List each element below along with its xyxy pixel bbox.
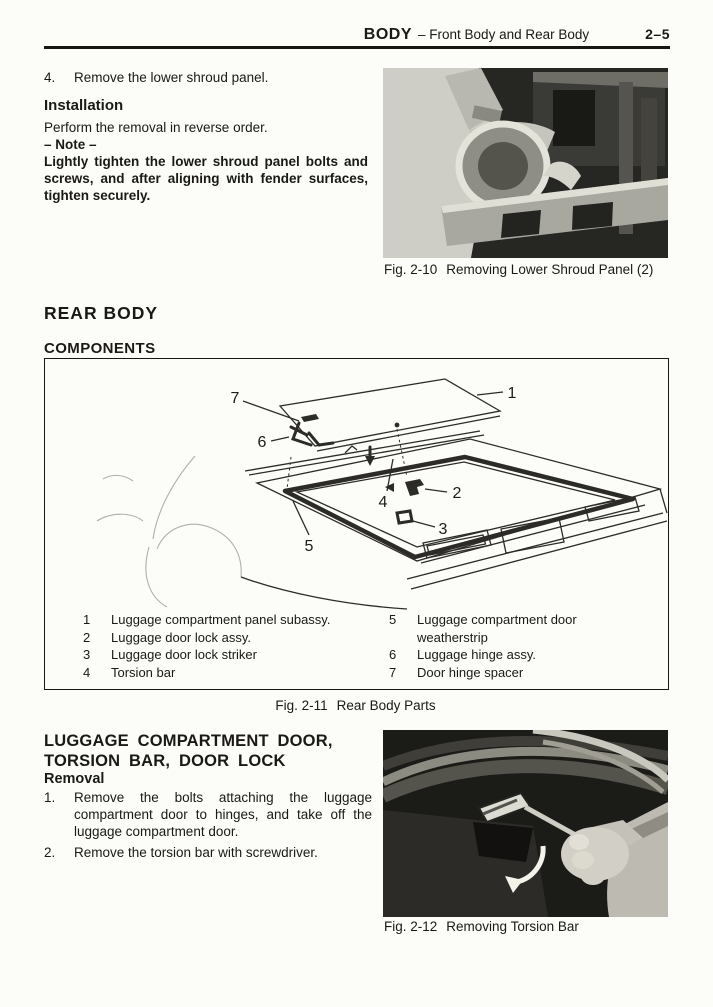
rear-body-heading: REAR BODY: [44, 303, 159, 323]
removal-step-2: 2. Remove the torsion bar with screwdriv…: [44, 844, 372, 861]
parts-list-right: 5 Luggage compartment door weatherstrip …: [389, 611, 619, 681]
page-number: 2–5: [645, 26, 670, 42]
part-label: Door hinge spacer: [417, 664, 524, 680]
step-text: Remove the lower shroud panel.: [74, 70, 269, 85]
removal-step-1: 1. Remove the bolts attaching the luggag…: [44, 789, 372, 840]
removal-heading: Removal: [44, 771, 105, 787]
part-number: 4: [83, 664, 91, 680]
part-number: 2: [83, 629, 91, 645]
figure-2-12-photo: [383, 730, 668, 917]
part-number: 5: [389, 612, 397, 627]
figure-title: Removing Lower Shroud Panel (2): [446, 262, 654, 277]
step-text: Remove the torsion bar with screwdriver.: [74, 845, 318, 860]
callout-3: 3: [439, 521, 448, 538]
part-item-5: 5 Luggage compartment door weatherstrip: [389, 611, 619, 646]
rear-body-exploded-diagram: 1 7 6 4 2 3 5: [96, 378, 668, 610]
figure-2-10-caption: Fig. 2-10 Removing Lower Shroud Panel (2): [384, 262, 653, 277]
note-text: Lightly tighten the lower shroud panel b…: [44, 154, 368, 203]
part-label: Luggage compartment panel subassy.: [111, 612, 331, 627]
car-body-sketch: [96, 455, 242, 608]
front-body-step-4: 4. Remove the lower shroud panel.: [44, 69, 368, 86]
part-label: Luggage hinge assy.: [417, 647, 537, 662]
part-number: 1: [83, 612, 91, 627]
deck-opening: [244, 430, 663, 562]
lock-striker: [395, 509, 414, 525]
callout-2: 2: [453, 485, 462, 502]
figure-title: Removing Torsion Bar: [446, 919, 579, 934]
header-rule: [44, 46, 670, 49]
figure-title: Rear Body Parts: [336, 698, 436, 713]
callout-6: 6: [258, 434, 267, 451]
components-heading: COMPONENTS: [44, 340, 156, 357]
callout-4: 4: [379, 494, 388, 511]
part-item-6: 6 Luggage hinge assy.: [389, 646, 619, 664]
callout-numbers: 1 7 6 4 2 3 5: [231, 385, 517, 555]
installation-heading: Installation: [44, 97, 124, 114]
tail-panel: [240, 488, 668, 610]
part-label: Torsion bar: [111, 664, 176, 680]
heading-line-1: LUGGAGE COMPARTMENT DOOR,: [44, 732, 333, 750]
heading-line-2: TORSION BAR, DOOR LOCK: [44, 752, 286, 770]
door-lock-assy: [385, 479, 424, 496]
callout-5: 5: [305, 538, 314, 555]
figure-2-11-caption: Fig. 2-11 Rear Body Parts: [44, 698, 667, 713]
removal-steps: 1. Remove the bolts attaching the luggag…: [44, 789, 372, 861]
figure-number: Fig. 2-10: [384, 262, 438, 277]
figure-2-12-caption: Fig. 2-12 Removing Torsion Bar: [384, 919, 579, 934]
part-number: 3: [83, 647, 91, 662]
weatherstrip-ring: [282, 454, 636, 560]
parts-list-left: 1 Luggage compartment panel subassy. 2 L…: [83, 611, 373, 681]
figure-2-10-photo: [383, 68, 668, 258]
part-item-3: 3 Luggage door lock striker: [83, 646, 373, 664]
callout-leaders: [242, 391, 504, 536]
header-section-title: BODY: [363, 26, 413, 43]
callout-7: 7: [231, 390, 240, 407]
header-subtitle: – Front Body and Rear Body: [418, 27, 590, 42]
step-number: 2.: [44, 845, 56, 860]
part-label: Luggage door lock assy.: [111, 629, 251, 645]
installation-text: Perform the removal in reverse order.: [44, 120, 268, 135]
figure-number: Fig. 2-12: [384, 919, 438, 934]
part-item-1: 1 Luggage compartment panel subassy.: [83, 611, 373, 629]
part-item-2: 2 Luggage door lock assy.: [83, 629, 373, 647]
note-heading: – Note –: [44, 137, 97, 152]
part-label: Luggage door lock striker: [111, 647, 257, 662]
part-item-4: 4 Torsion bar: [83, 664, 373, 682]
step-number: 1.: [44, 790, 56, 805]
callout-1: 1: [508, 385, 517, 402]
step-text: Remove the bolts attaching the luggage c…: [74, 790, 372, 839]
part-label: Luggage compartment door weatherstrip: [417, 612, 577, 645]
hinge-assembly: [289, 414, 335, 447]
part-number: 6: [389, 647, 397, 662]
step-number: 4.: [44, 70, 56, 85]
luggage-section-heading: LUGGAGE COMPARTMENT DOOR, TORSION BAR, D…: [44, 731, 380, 771]
page-header: BODY – Front Body and Rear Body 2–5: [44, 26, 670, 44]
part-number: 7: [389, 664, 397, 680]
figure-number: Fig. 2-11: [275, 698, 328, 713]
torsion-bar-photo-art: [383, 730, 668, 917]
components-box: 1 7 6 4 2 3 5 1 Luggage compartment pane…: [44, 358, 669, 690]
part-item-7: 7 Door hinge spacer: [389, 664, 619, 682]
shroud-panel-photo-art: [383, 68, 668, 258]
alignment-marks: [286, 428, 408, 490]
